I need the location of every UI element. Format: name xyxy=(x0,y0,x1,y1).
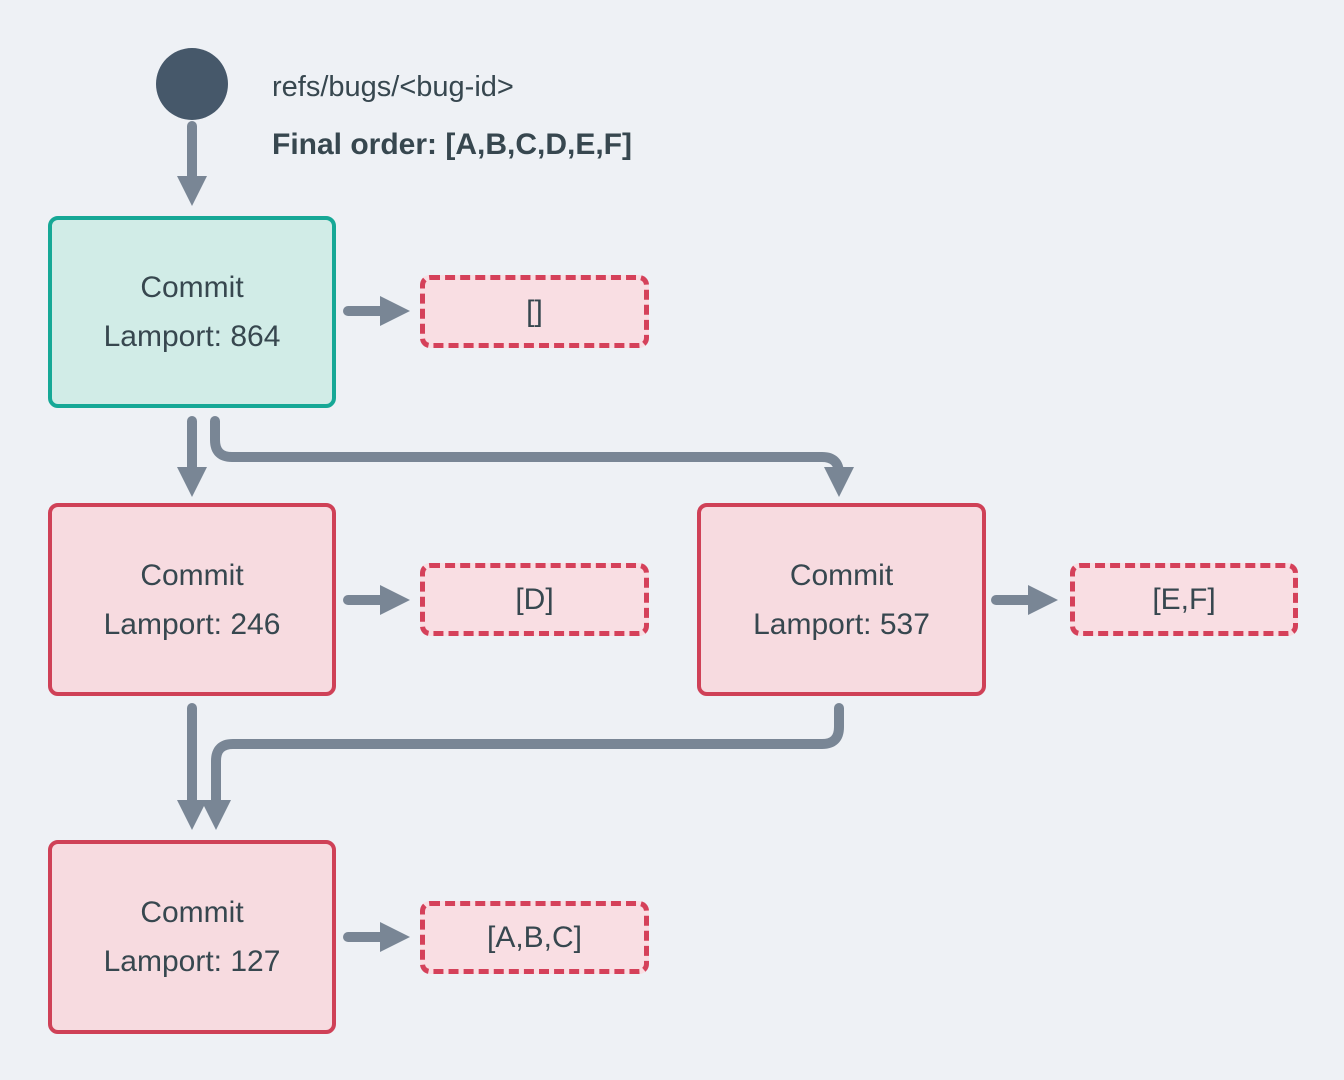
commit-node-title: Commit xyxy=(789,558,894,592)
commit-node-537: Commit Lamport: 537 xyxy=(697,503,986,696)
commit-node-lamport: Lamport: 864 xyxy=(103,320,281,353)
commit-node-127: Commit Lamport: 127 xyxy=(48,840,336,1034)
commit-node-title: Commit xyxy=(140,558,244,592)
order-list-label: [E,F] xyxy=(1152,582,1216,616)
order-list-label: [D] xyxy=(515,582,554,616)
commit-node-lamport: Lamport: 127 xyxy=(103,945,281,978)
commit-node-lamport: Lamport: 537 xyxy=(753,607,930,641)
branch-ref-label: refs/bugs/<bug-id> xyxy=(272,71,514,103)
order-list-abc: [A,B,C] xyxy=(420,901,649,974)
commit-node-title: Commit xyxy=(140,271,244,304)
branch-ref-dot-icon xyxy=(156,48,228,120)
order-list-ef: [E,F] xyxy=(1070,563,1298,636)
commit-node-864: Commit Lamport: 864 xyxy=(48,216,336,408)
arrow-commit-537-to-commit-127 xyxy=(201,703,844,830)
arrow-commit-864-to-commit-537 xyxy=(210,416,854,497)
final-order-label: Final order: [A,B,C,D,E,F] xyxy=(272,128,632,161)
commit-node-246: Commit Lamport: 246 xyxy=(48,503,336,696)
commit-node-lamport: Lamport: 246 xyxy=(103,607,281,641)
order-list-label: [A,B,C] xyxy=(486,920,583,954)
order-list-empty: [] xyxy=(420,275,649,348)
order-list-d: [D] xyxy=(420,563,649,636)
order-list-label: [] xyxy=(526,294,543,328)
commit-node-title: Commit xyxy=(140,896,244,929)
